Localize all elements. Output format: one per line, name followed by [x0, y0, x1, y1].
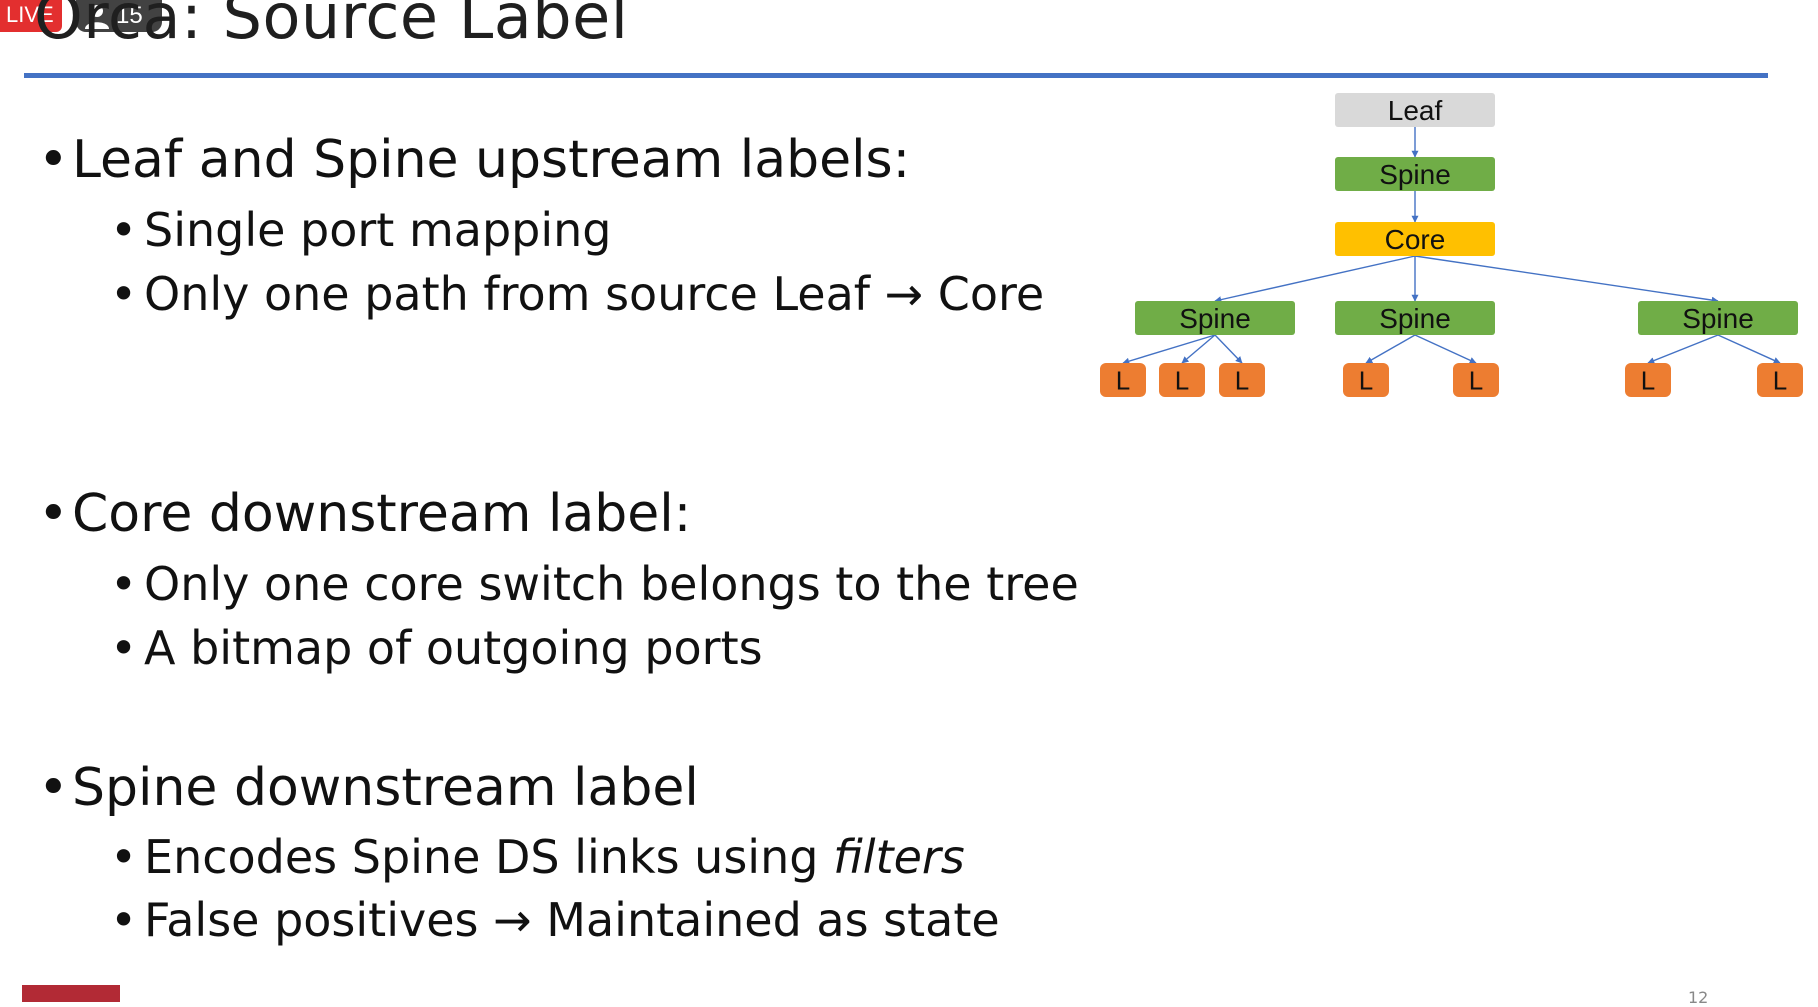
viewer-count: 15 [116, 2, 143, 29]
downstream-spine-node-1-box [1135, 301, 1295, 335]
downstream-spine-node-1-label: Spine [1179, 303, 1251, 334]
live-badge: LIVE [0, 0, 62, 32]
edge-spine-3-leaf-1 [1647, 334, 1719, 364]
leaf-switch-3-2-box [1757, 363, 1803, 397]
upstream-spine-node: Spine [1335, 157, 1495, 191]
edge-spine-1-leaf-1 [1122, 334, 1216, 365]
person-icon [85, 5, 109, 29]
downstream-spine-node-3: Spine [1638, 301, 1798, 335]
downstream-spine-node-2: Spine [1335, 301, 1495, 335]
leaf-switch-1-3-label: L [1235, 365, 1249, 395]
downstream-spine-node-2-box [1335, 301, 1495, 335]
bullet-item-2-1: •Only one core switch belongs to the tre… [110, 557, 1079, 611]
leaf-switch-1-2-box [1159, 363, 1205, 397]
slide-number: 12 [1688, 988, 1709, 1007]
edge-spine-2-leaf-2 [1414, 334, 1477, 364]
leaf-switch-2-1: L [1343, 363, 1389, 397]
leaf-node-label: Leaf [1388, 95, 1443, 126]
arrow-icon: → [493, 893, 532, 947]
viewer-count-badge: 15 [76, 0, 162, 32]
bullet-heading-2: •Core downstream label: [38, 484, 692, 544]
bullet-item-2-2: •A bitmap of outgoing ports [110, 621, 763, 675]
leaf-switch-1-1-box [1100, 363, 1146, 397]
leaf-switch-3-1-box [1625, 363, 1671, 397]
leaf-switch-2-2-label: L [1469, 365, 1483, 395]
bullet-item-3-1: •Encodes Spine DS links using filters [110, 830, 965, 884]
edge-spine-2-leaf-1 [1365, 334, 1416, 364]
downstream-spine-node-1: Spine [1135, 301, 1295, 335]
core-node: Core [1335, 222, 1495, 256]
leaf-switch-2-1-box [1343, 363, 1389, 397]
leaf-switch-3-2-label: L [1773, 365, 1787, 395]
footer-logo-bar [22, 985, 120, 1002]
leaf-switch-1-3-box [1219, 363, 1265, 397]
slide-title: Orca: Source Label [34, 0, 629, 53]
edge-core-spine-3 [1414, 255, 1719, 304]
leaf-switch-1-2: L [1159, 363, 1205, 397]
bullet-heading-1: •Leaf and Spine upstream labels: [38, 130, 911, 190]
downstream-spine-node-3-label: Spine [1682, 303, 1754, 334]
arrow-icon: → [884, 267, 924, 321]
title-rule [24, 73, 1768, 78]
upstream-spine-node-box [1335, 157, 1495, 191]
leaf-switch-1-2-label: L [1175, 365, 1189, 395]
edge-spine-1-leaf-2 [1181, 334, 1216, 364]
leaf-node-box [1335, 93, 1495, 127]
leaf-node: Leaf [1335, 93, 1495, 127]
edge-spine-3-leaf-2 [1717, 334, 1781, 364]
bullet-item-3-2: •False positives → Maintained as state [110, 893, 1000, 947]
bullet-item-1-1: •Single port mapping [110, 203, 612, 257]
downstream-spine-node-2-label: Spine [1379, 303, 1451, 334]
core-node-box [1335, 222, 1495, 256]
edge-spine-1-leaf-3 [1214, 334, 1243, 364]
leaf-switch-2-2: L [1453, 363, 1499, 397]
leaf-switch-3-2: L [1757, 363, 1803, 397]
downstream-spine-node-3-box [1638, 301, 1798, 335]
edge-core-spine-1 [1214, 255, 1416, 304]
bullet-item-1-2: •Only one path from source Leaf → Core [110, 267, 1045, 321]
leaf-switch-2-1-label: L [1359, 365, 1373, 395]
leaf-switch-1-1: L [1100, 363, 1146, 397]
bullet-heading-3: •Spine downstream label [38, 758, 699, 818]
core-node-label: Core [1385, 224, 1446, 255]
leaf-switch-1-1-label: L [1116, 365, 1130, 395]
leaf-switch-3-1-label: L [1641, 365, 1655, 395]
leaf-switch-3-1: L [1625, 363, 1671, 397]
upstream-spine-node-label: Spine [1379, 159, 1451, 190]
leaf-switch-2-2-box [1453, 363, 1499, 397]
leaf-switch-1-3: L [1219, 363, 1265, 397]
